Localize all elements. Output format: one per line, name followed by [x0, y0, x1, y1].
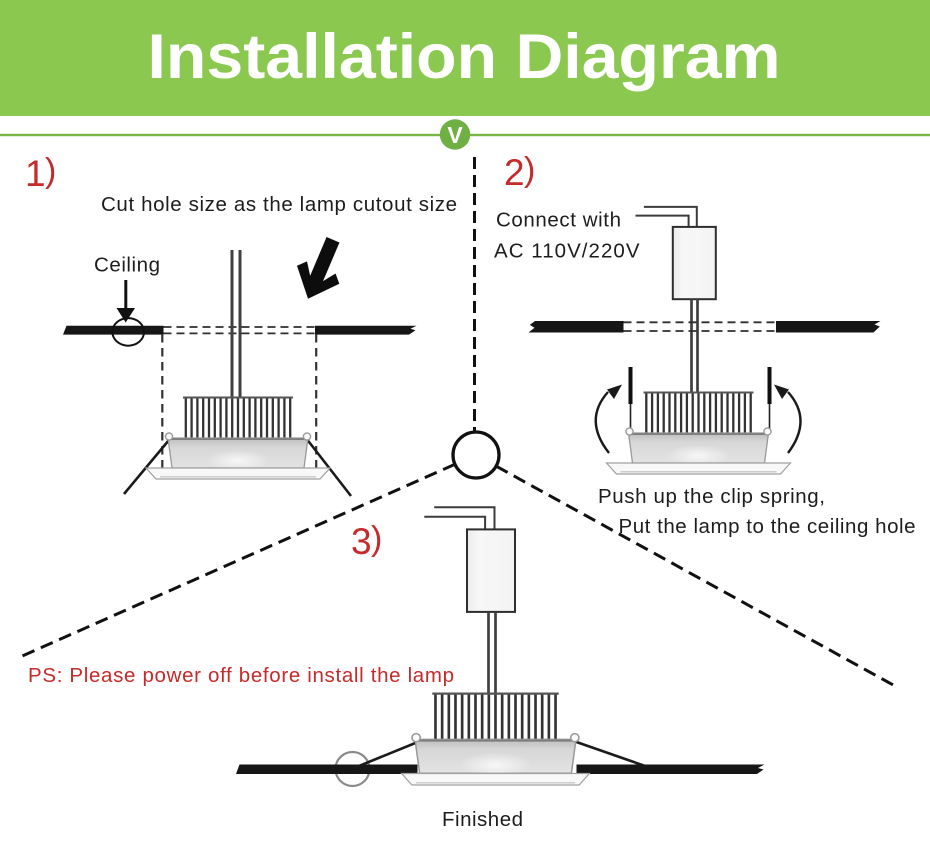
svg-text:PS: Please power off before in: PS: Please power off before install the …: [28, 664, 454, 687]
svg-text:): ): [524, 151, 535, 189]
svg-text:Installation Diagram: Installation Diagram: [148, 22, 781, 92]
svg-text:2: 2: [504, 152, 525, 193]
svg-text:): ): [45, 152, 56, 190]
svg-text:Put the lamp to the ceiling ho: Put the lamp to the ceiling hole: [619, 515, 916, 538]
svg-text:V: V: [447, 122, 463, 148]
svg-text:Push up the clip spring,: Push up the clip spring,: [598, 485, 825, 508]
svg-text:Connect with: Connect with: [496, 209, 621, 232]
svg-text:Cut hole size as the lamp cuto: Cut hole size as the lamp cutout size: [101, 193, 457, 216]
svg-text:3: 3: [351, 521, 372, 562]
svg-text:Finished: Finished: [442, 808, 523, 831]
svg-text:): ): [371, 520, 382, 558]
svg-text:Ceiling: Ceiling: [94, 254, 160, 277]
svg-text:AC 110V/220V: AC 110V/220V: [494, 240, 640, 263]
svg-text:1: 1: [25, 153, 46, 194]
